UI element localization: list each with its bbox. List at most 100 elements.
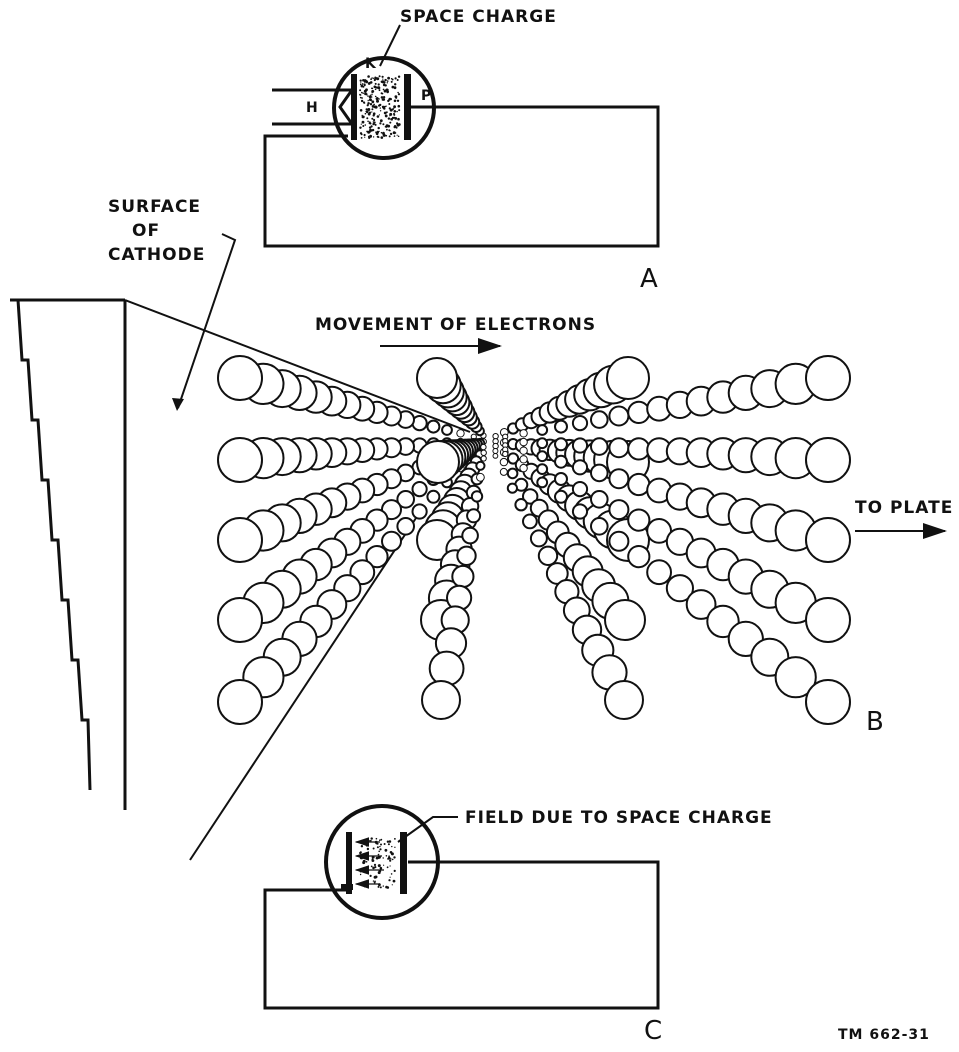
electron-row: [502, 437, 851, 483]
charge-dot: [386, 128, 388, 131]
charge-dot: [393, 125, 397, 129]
electron-circle: [416, 357, 458, 399]
charge-dot: [379, 845, 381, 848]
charge-dot: [367, 95, 369, 97]
charge-dot: [394, 846, 396, 848]
charge-dot: [375, 837, 378, 840]
charge-dot: [377, 864, 381, 868]
charge-dot: [384, 848, 388, 852]
charge-dot: [361, 97, 364, 99]
electron-circle: [522, 488, 539, 505]
charge-dot: [379, 110, 382, 112]
electron-circle: [514, 498, 528, 512]
charge-dot: [389, 108, 393, 112]
electron-row: [217, 450, 477, 725]
electron-circle: [529, 529, 548, 548]
electron-row: [502, 442, 851, 563]
charge-dot: [381, 80, 384, 83]
electron-circle: [805, 437, 851, 483]
charge-dot: [387, 76, 390, 80]
charge-dot: [393, 105, 396, 109]
electron-circle: [685, 589, 717, 620]
charge-dot: [364, 112, 367, 115]
charge-dot: [361, 91, 363, 94]
charge-dot: [383, 89, 387, 93]
electron-circle: [571, 503, 589, 520]
electron-circle: [421, 680, 461, 720]
electron-circle: [627, 437, 651, 461]
charge-dot: [395, 96, 398, 99]
charge-dot: [369, 839, 372, 842]
charge-dot: [380, 92, 383, 95]
electron-circle: [480, 449, 487, 456]
charge-dot: [382, 96, 386, 99]
charge-dot: [371, 90, 373, 92]
perspective-line-top: [124, 299, 471, 433]
charge-dot: [376, 86, 379, 89]
charge-dot: [360, 123, 362, 125]
electron-circle: [466, 508, 482, 524]
charge-dot: [359, 132, 363, 135]
charge-dot: [396, 134, 398, 136]
charge-dot: [384, 114, 388, 118]
charge-dot: [376, 130, 380, 134]
charge-dot: [359, 109, 363, 112]
charge-dot: [393, 135, 396, 137]
charge-dot: [383, 843, 386, 845]
charge-dot: [360, 82, 362, 84]
charge-dot: [370, 94, 372, 96]
electron-circle: [428, 650, 465, 687]
charge-dot: [382, 98, 386, 101]
charge-dot: [359, 83, 362, 86]
charge-dot: [378, 86, 380, 88]
space-charge-cloud-c: [359, 837, 396, 889]
charge-dot: [393, 110, 397, 113]
electron-circle: [456, 545, 477, 566]
charge-dot: [371, 105, 375, 108]
electron-circle: [590, 437, 609, 456]
electron-circle: [608, 468, 630, 490]
charge-dot: [382, 131, 385, 135]
charge-dot: [374, 123, 377, 126]
charge-dot: [364, 92, 367, 95]
charge-dot: [394, 77, 397, 80]
charge-dot: [367, 108, 371, 111]
electron-circle: [590, 410, 609, 429]
charge-dot: [389, 115, 391, 117]
charge-dot: [393, 113, 396, 116]
panel-a-tube-circuit: SPACE CHARGE K H P A: [263, 7, 660, 294]
charge-dot: [374, 95, 377, 98]
charge-dot: [394, 83, 397, 86]
charge-dot: [365, 858, 368, 860]
charge-dot: [383, 111, 387, 115]
charge-dot: [397, 75, 401, 78]
charge-dot: [371, 859, 375, 862]
electron-circle: [805, 597, 851, 643]
electron-circle: [608, 437, 630, 459]
charge-dot: [365, 88, 368, 92]
movement-label: MOVEMENT OF ELECTRONS: [315, 315, 596, 335]
charge-dot: [367, 120, 369, 123]
electron-circle: [411, 481, 428, 498]
charge-dot: [385, 105, 387, 107]
charge-dot: [373, 863, 377, 867]
charge-dot: [397, 91, 399, 94]
charge-dot: [363, 885, 366, 888]
charge-dot: [397, 104, 401, 108]
charge-dot: [391, 884, 393, 886]
electron-rows: [217, 355, 851, 725]
charge-dot: [383, 864, 385, 866]
charge-dot: [370, 96, 373, 98]
charge-dot: [368, 130, 371, 133]
perspective-line-bottom: [189, 514, 419, 861]
cathode-stepped-edge: [10, 298, 92, 791]
charge-dot: [386, 840, 390, 843]
charge-dot: [389, 876, 391, 878]
charge-dot: [374, 880, 376, 883]
plate-electrode-a: [404, 74, 411, 140]
electron-circle: [590, 463, 609, 483]
electron-circle: [554, 419, 568, 434]
charge-dot: [378, 114, 380, 116]
